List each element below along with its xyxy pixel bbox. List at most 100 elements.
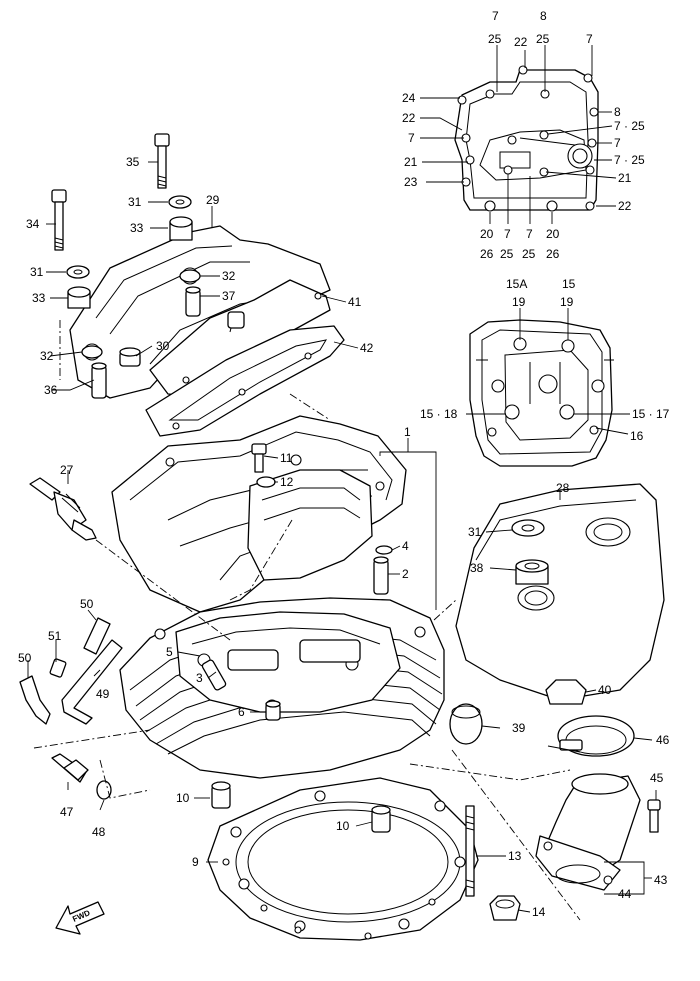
callout-label: 19 bbox=[512, 295, 526, 309]
hose-50-b bbox=[19, 675, 51, 725]
callout-label: 30 bbox=[156, 339, 170, 353]
dowel-10-a bbox=[211, 781, 231, 809]
callout-label: 24 bbox=[402, 91, 416, 105]
callout-label: 26 bbox=[480, 247, 494, 261]
callout-label: 31 bbox=[128, 195, 142, 209]
part-6 bbox=[265, 700, 281, 721]
breather-gasket bbox=[145, 325, 345, 437]
gasket-bolt-holes bbox=[457, 65, 599, 212]
grommet-33-a bbox=[169, 216, 193, 241]
callout-label: 37 bbox=[222, 289, 236, 303]
callout-label: 51 bbox=[48, 629, 62, 643]
callout-label: 7 bbox=[504, 227, 511, 241]
callout-label: 45 bbox=[650, 771, 664, 785]
callout-label: 19 bbox=[560, 295, 574, 309]
callout-label: 27 bbox=[60, 463, 74, 477]
grommet-33-b bbox=[67, 286, 91, 309]
fwd-arrow-icon: FWD bbox=[55, 901, 105, 935]
callout-label: 12 bbox=[280, 475, 294, 489]
bolt-34 bbox=[51, 189, 67, 251]
assembly-center-lines bbox=[33, 320, 581, 921]
intake-gasket-44 bbox=[555, 864, 601, 884]
plug-30 bbox=[119, 347, 141, 367]
callout-label: 6 bbox=[238, 705, 245, 719]
callout-label: 36 bbox=[44, 383, 58, 397]
hose-51 bbox=[49, 658, 67, 678]
o-ring-4 bbox=[375, 545, 393, 555]
callout-label: 20 bbox=[546, 227, 560, 241]
callout-label: 20 bbox=[480, 227, 494, 241]
callout-label: 7 bbox=[526, 227, 533, 241]
washer-31-c bbox=[511, 519, 545, 537]
pipe-2 bbox=[373, 556, 389, 595]
callout-label: 4 bbox=[402, 539, 409, 553]
callout-label: 16 bbox=[630, 429, 644, 443]
stud-13 bbox=[465, 805, 475, 897]
callout-label: 25 bbox=[522, 247, 536, 261]
callout-label: 38 bbox=[470, 561, 484, 575]
washer-31-b bbox=[66, 265, 90, 279]
washer-31-a bbox=[168, 195, 192, 209]
callout-label: 10 bbox=[176, 791, 190, 805]
callout-label: 15 bbox=[562, 277, 576, 291]
dowel-37 bbox=[185, 286, 201, 317]
callout-label: 31 bbox=[30, 265, 44, 279]
callout-label: 44 bbox=[618, 887, 632, 901]
callout-label: 11 bbox=[280, 451, 293, 465]
callout-label: 14 bbox=[532, 905, 546, 919]
callout-label: 22 bbox=[402, 111, 416, 125]
callout-label: 46 bbox=[656, 733, 670, 747]
dowel-36 bbox=[91, 362, 107, 399]
callout-label: 7 bbox=[408, 131, 415, 145]
callout-label: 48 bbox=[92, 825, 106, 839]
callout-label: 50 bbox=[80, 597, 94, 611]
callout-label: 42 bbox=[360, 341, 374, 355]
hose-49 bbox=[61, 639, 123, 725]
cylinder-head bbox=[111, 415, 445, 779]
callout-labels: 7 25 8 25 22 7 24 22 8 7 7 · 25 7 21 7 ·… bbox=[18, 9, 670, 919]
callout-label: 22 bbox=[618, 199, 632, 213]
head-side-cover bbox=[455, 483, 665, 701]
grommet-32-b bbox=[81, 345, 103, 359]
gasket-holes bbox=[222, 790, 466, 940]
part-3 bbox=[201, 659, 227, 691]
callout-label: 7 bbox=[614, 136, 621, 150]
callout-label: 41 bbox=[348, 295, 362, 309]
callout-label: 3 bbox=[196, 671, 203, 685]
bolt-35 bbox=[154, 133, 170, 189]
cylinder-head-top-inset bbox=[469, 319, 614, 467]
callout-label: 47 bbox=[60, 805, 74, 819]
callout-label: 29 bbox=[206, 193, 220, 207]
callout-label: 49 bbox=[96, 687, 110, 701]
callout-label: 33 bbox=[32, 291, 46, 305]
plug-40 bbox=[545, 679, 587, 705]
hose-50-a bbox=[83, 617, 111, 655]
bolt-11 bbox=[251, 443, 267, 473]
callout-label: 31 bbox=[468, 525, 482, 539]
head-cover-gasket-inset bbox=[454, 65, 599, 212]
callout-label: 5 bbox=[166, 645, 173, 659]
callout-label: 39 bbox=[512, 721, 526, 735]
callout-label: 32 bbox=[222, 269, 236, 283]
callout-label: 7 · 25 bbox=[614, 153, 645, 167]
callout-label: 2 bbox=[402, 567, 409, 581]
leader-lines bbox=[27, 45, 657, 913]
washer-12 bbox=[256, 476, 276, 488]
fitting-47 bbox=[51, 753, 89, 783]
grommet-38 bbox=[515, 559, 549, 585]
callout-label: 28 bbox=[556, 481, 570, 495]
callout-label: 8 bbox=[614, 105, 621, 119]
callout-label: 25 bbox=[488, 32, 502, 46]
callout-label: 15 · 18 bbox=[420, 407, 458, 421]
callout-label: 35 bbox=[126, 155, 140, 169]
callout-label: 34 bbox=[26, 217, 40, 231]
callout-label: 15A bbox=[506, 277, 527, 291]
callout-label: 25 bbox=[500, 247, 514, 261]
callout-label: 7 bbox=[492, 9, 499, 23]
bolt-45 bbox=[647, 799, 661, 833]
intake-pipe-43 bbox=[535, 773, 641, 891]
callout-label: 32 bbox=[40, 349, 54, 363]
washer-48 bbox=[96, 780, 112, 800]
callout-label: 22 bbox=[514, 35, 528, 49]
